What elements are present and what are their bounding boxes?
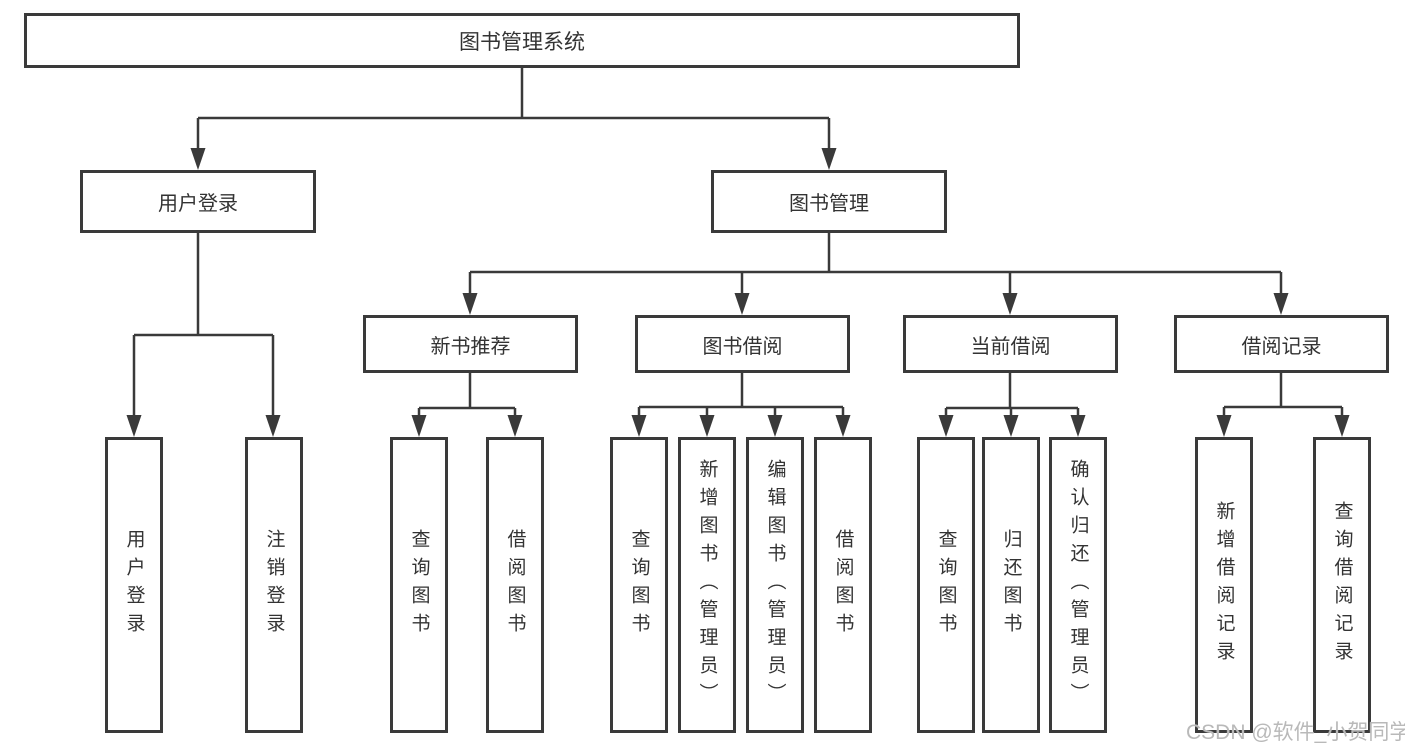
leaf-borrowing-add-books-admin-label: 新增图书（管理员） [696, 459, 718, 711]
leaf-current-return-books: 归还图书 [982, 437, 1040, 733]
node-borrow-records: 借阅记录 [1174, 315, 1389, 373]
leaf-records-add-record: 新增借阅记录 [1195, 437, 1253, 733]
leaf-borrowing-borrow-books: 借阅图书 [814, 437, 872, 733]
leaf-borrowing-borrow-books-label: 借阅图书 [832, 529, 854, 641]
leaf-borrowing-query-books: 查询图书 [610, 437, 668, 733]
node-book-management: 图书管理 [711, 170, 947, 233]
leaf-current-return-books-label: 归还图书 [1000, 529, 1022, 641]
leaf-current-confirm-return-admin: 确认归还（管理员） [1049, 437, 1107, 733]
node-user-login: 用户登录 [80, 170, 316, 233]
leaf-user-login: 用户登录 [105, 437, 163, 733]
leaf-records-query-record: 查询借阅记录 [1313, 437, 1371, 733]
leaf-borrowing-edit-books-admin: 编辑图书（管理员） [746, 437, 804, 733]
csdn-watermark: CSDN @软件_小贺同学 [1186, 721, 1405, 744]
leaf-records-add-record-label: 新增借阅记录 [1213, 501, 1235, 669]
node-library-system: 图书管理系统 [24, 13, 1020, 68]
node-new-book-recommend: 新书推荐 [363, 315, 578, 373]
leaf-current-confirm-return-admin-label: 确认归还（管理员） [1067, 459, 1089, 711]
node-current-borrowing: 当前借阅 [903, 315, 1118, 373]
leaf-borrowing-edit-books-admin-label: 编辑图书（管理员） [764, 459, 786, 711]
leaf-current-query-books-label: 查询图书 [935, 529, 957, 641]
node-book-borrowing: 图书借阅 [635, 315, 850, 373]
leaf-records-query-record-label: 查询借阅记录 [1331, 501, 1353, 669]
leaf-borrowing-add-books-admin: 新增图书（管理员） [678, 437, 736, 733]
leaf-current-query-books: 查询图书 [917, 437, 975, 733]
leaf-logout: 注销登录 [245, 437, 303, 733]
leaf-logout-label: 注销登录 [263, 529, 285, 641]
arrowheads [126, 148, 1350, 437]
leaf-recommend-borrow-books: 借阅图书 [486, 437, 544, 733]
leaf-recommend-borrow-books-label: 借阅图书 [504, 529, 526, 641]
leaf-borrowing-query-books-label: 查询图书 [628, 529, 650, 641]
leaf-recommend-query-books-label: 查询图书 [408, 529, 430, 641]
leaf-user-login-label: 用户登录 [123, 529, 145, 641]
leaf-recommend-query-books: 查询图书 [390, 437, 448, 733]
